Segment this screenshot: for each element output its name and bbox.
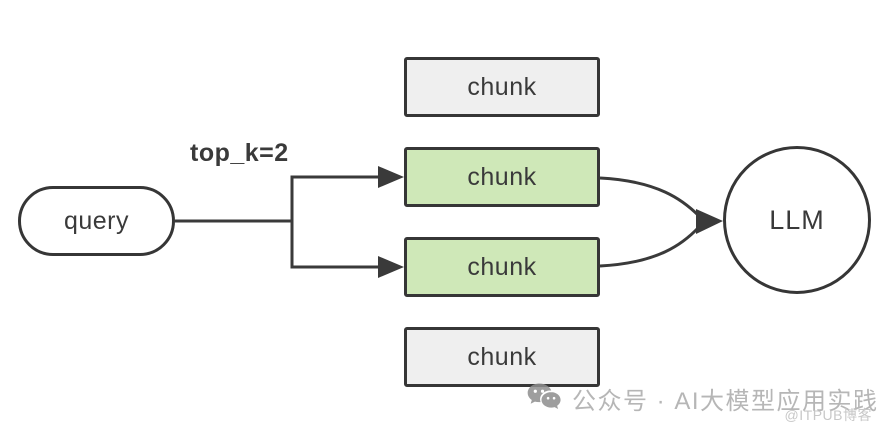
chunk-node-1: chunk [404,57,600,117]
query-node: query [18,186,175,256]
edge-branch-trunk [290,175,380,269]
edge-bottom-chunk-to-llm [599,225,701,268]
arrowhead-bottom-chunk [378,256,404,278]
chunk-node-4: chunk [404,327,600,387]
chunk-node-2-selected: chunk [404,147,600,207]
watermark-handle: @ITPUB博客 [784,407,872,423]
edge-top-chunk-to-llm [599,176,701,218]
top-k-label: top_k=2 [190,139,289,167]
chunk-node-3-selected: chunk [404,237,600,297]
llm-node: LLM [723,146,871,294]
arrowhead-top-chunk [378,166,404,188]
watermark-text: 公众号 · AI大模型应用实践 [572,388,879,415]
arrowhead-llm [696,209,723,234]
